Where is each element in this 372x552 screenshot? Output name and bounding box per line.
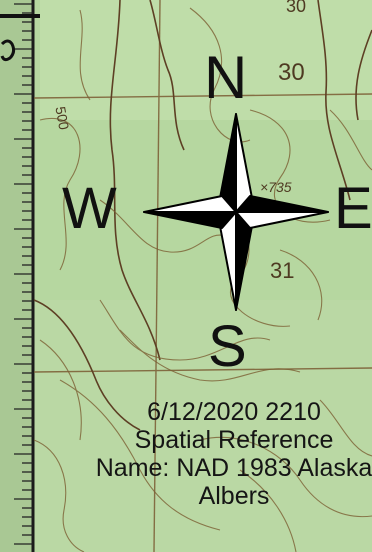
elevation-label: 30 — [278, 59, 305, 86]
caption-projection-type: Albers — [198, 482, 270, 510]
road-lines — [33, 0, 372, 431]
caption-date-time: 6/12/2020 2210 — [147, 398, 321, 426]
elevation-label: ×735 — [260, 179, 292, 195]
section-grid — [33, 0, 372, 552]
elevation-labels: 30 30 500 ×735 31 — [52, 0, 306, 283]
compass-east-label: E — [334, 176, 372, 241]
compass-south-label: S — [208, 314, 247, 379]
caption-spatial-reference: Spatial Reference — [134, 426, 334, 454]
elevation-label: 500 — [52, 105, 72, 131]
elevation-label: 31 — [270, 258, 294, 283]
map-caption: 6/12/2020 2210 Spatial Reference Name: N… — [0, 398, 372, 510]
compass-rose — [143, 113, 329, 311]
compass-north-label: N — [204, 44, 248, 111]
scale-ruler — [0, 0, 40, 552]
elevation-label: 30 — [286, 0, 306, 16]
compass-west-label: W — [62, 176, 117, 241]
caption-projection-name: Name: NAD 1983 Alaska — [95, 454, 372, 482]
